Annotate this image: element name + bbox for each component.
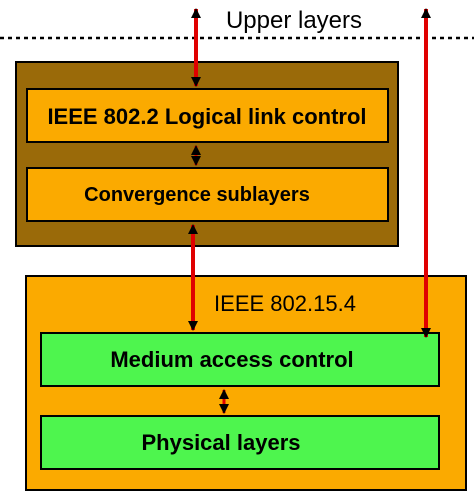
- llc-box: [26, 88, 389, 143]
- upper-layers-label: Upper layers: [226, 7, 362, 34]
- phy-box: [40, 415, 440, 470]
- mac-box: [40, 332, 440, 387]
- convergence-label: Convergence sublayers: [84, 184, 310, 206]
- phy-label: Physical layers: [141, 430, 300, 455]
- llc-label: IEEE 802.2 Logical link control: [47, 104, 366, 129]
- convergence-box: [26, 167, 389, 222]
- mac-label: Medium access control: [110, 347, 353, 372]
- standard-label: IEEE 802.15.4: [214, 291, 356, 316]
